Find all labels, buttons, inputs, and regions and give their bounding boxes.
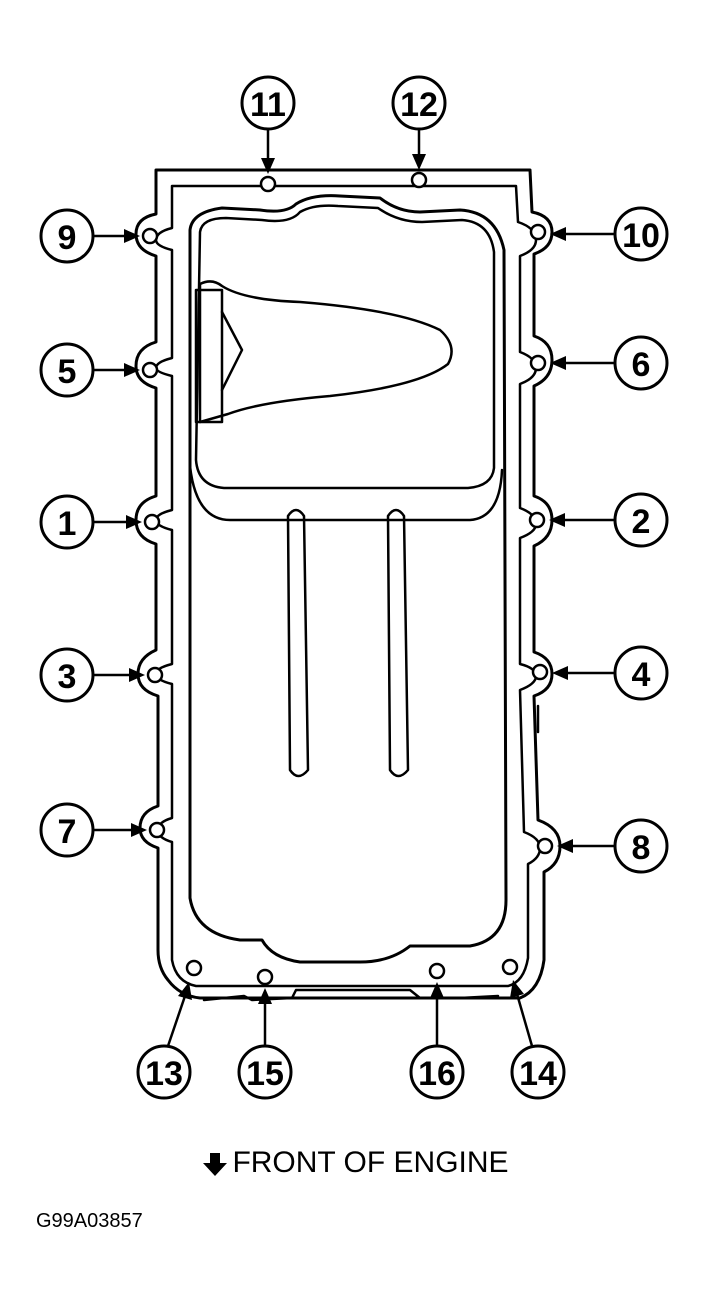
bolt-hole-5 [141, 361, 159, 379]
bolt-hole-10 [529, 223, 547, 241]
oil-pickup-neck [194, 288, 224, 424]
pan-sump-inner [194, 204, 496, 490]
figure-id: G99A03857 [36, 1210, 143, 1232]
svg-text:11: 11 [250, 86, 286, 124]
svg-text:1: 1 [58, 505, 77, 543]
pan-body [188, 194, 508, 964]
oil-pickup [198, 280, 453, 424]
callout-4: 4 [613, 645, 669, 701]
callout-1: 1 [39, 494, 95, 550]
bolt-hole-14 [501, 958, 519, 976]
pan-flange-outline [134, 168, 562, 1000]
callouts: 11 12 9 10 5 6 1 2 [39, 75, 669, 1100]
callout-6: 6 [613, 335, 669, 391]
svg-text:15: 15 [246, 1055, 284, 1093]
pan-flange-inner-line [154, 184, 542, 988]
svg-text:5: 5 [58, 353, 77, 391]
callout-12: 12 [391, 75, 447, 131]
bolt-hole-7 [148, 821, 166, 839]
callout-2: 2 [613, 492, 669, 548]
svg-text:9: 9 [58, 219, 77, 257]
bolt-hole-12 [410, 171, 428, 189]
svg-text:4: 4 [632, 656, 651, 694]
svg-text:3: 3 [58, 658, 77, 696]
pan-rib-left [286, 508, 310, 778]
callout-5: 5 [39, 342, 95, 398]
callout-13: 13 [136, 1044, 192, 1100]
bolt-hole-2 [528, 511, 546, 529]
bolt-hole-15 [256, 968, 274, 986]
bolt-hole-9 [141, 227, 159, 245]
oil-pickup-fin [220, 310, 244, 392]
caption-text: FRONT OF ENGINE [232, 1146, 509, 1179]
arrow-down-icon [203, 1153, 228, 1177]
front-of-engine-caption: FRONT OF ENGINE [0, 1146, 711, 1180]
callout-11: 11 [240, 75, 296, 131]
callout-16: 16 [409, 1044, 465, 1100]
svg-text:8: 8 [632, 829, 651, 867]
svg-text:2: 2 [632, 503, 651, 541]
svg-text:12: 12 [400, 86, 438, 124]
bolt-hole-1 [143, 513, 161, 531]
svg-text:10: 10 [622, 217, 660, 255]
pan-sump-edge [188, 464, 504, 522]
bolt-hole-11 [259, 175, 277, 193]
bolt-hole-4 [531, 663, 549, 681]
callout-7: 7 [39, 802, 95, 858]
callout-15: 15 [237, 1044, 293, 1100]
callout-3: 3 [39, 647, 95, 703]
svg-text:13: 13 [145, 1055, 183, 1093]
callout-10: 10 [613, 206, 669, 262]
bolt-hole-8 [536, 837, 554, 855]
svg-text:16: 16 [418, 1055, 456, 1093]
bolt-hole-16 [428, 962, 446, 980]
svg-text:14: 14 [519, 1055, 557, 1093]
callout-8: 8 [613, 818, 669, 874]
pan-rib-right [386, 508, 410, 778]
callout-14: 14 [510, 1044, 566, 1100]
flange-bottom-detail [202, 988, 500, 1002]
svg-text:7: 7 [58, 813, 77, 851]
bolt-holes [141, 171, 554, 986]
callout-leaders [94, 130, 614, 1047]
callout-9: 9 [39, 208, 95, 264]
svg-text:6: 6 [632, 346, 651, 384]
bolt-hole-3 [146, 666, 164, 684]
bolt-hole-6 [529, 354, 547, 372]
bolt-hole-13 [185, 959, 203, 977]
